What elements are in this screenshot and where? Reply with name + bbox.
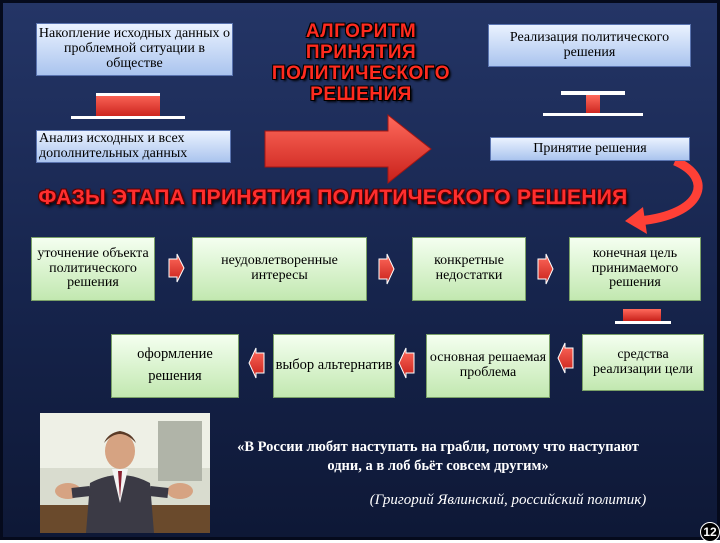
phase-means-of-goal: средства реализации цели	[582, 334, 704, 391]
phase-label: основная решаемая проблема	[429, 350, 547, 380]
phase-label: выбор альтернатив	[275, 357, 393, 374]
connector-col4	[615, 309, 671, 324]
row2-arrow-1	[248, 347, 265, 379]
phase-clarify-object: уточнение объекта политического решения	[31, 237, 155, 301]
phase-label: конечная цель принимаемого решения	[591, 245, 679, 291]
phases-heading: ФАЗЫ ЭТАПА ПРИНЯТИЯ ПОЛИТИЧЕСКОГО РЕШЕНИ…	[38, 186, 628, 209]
phase-label: неудовлетворенные интересы	[221, 253, 338, 283]
box-implementation: Реализация политического решения	[488, 24, 691, 67]
phase-label: конкретные недостатки	[434, 253, 504, 283]
box-decision: Принятие решения	[490, 137, 690, 161]
row1-arrow-2	[378, 253, 395, 285]
phase-label: оформление решения	[137, 346, 213, 384]
up-arrow-3	[543, 91, 643, 116]
box-analysis-label: Анализ исходных и всех дополнительных да…	[39, 130, 188, 161]
phase-unmet-interests: неудовлетворенные интересы	[192, 237, 367, 301]
algorithm-title: АЛГОРИТМ ПРИНЯТИЯ ПОЛИТИЧЕСКОГО РЕШЕНИЯ	[271, 21, 451, 105]
quote-text: «В России любят наступать на грабли, пот…	[237, 439, 639, 474]
curved-arrow	[638, 156, 703, 226]
box-implementation-label: Реализация политического решения	[509, 29, 670, 60]
big-right-arrow	[264, 113, 432, 185]
phase-main-problem: основная решаемая проблема	[426, 334, 550, 398]
page-number: 12	[700, 522, 720, 542]
row2-arrow-3	[557, 342, 574, 374]
flow-arrows	[71, 91, 703, 379]
phase-specific-shortcomings: конкретные недостатки	[412, 237, 526, 301]
phase-label: средства реализации цели	[592, 346, 694, 377]
row2-arrow-2	[398, 347, 415, 379]
box-analysis: Анализ исходных и всех дополнительных да…	[36, 130, 231, 163]
down-arrow-1	[71, 93, 185, 119]
phase-choice-of-alternatives: выбор альтернатив	[273, 334, 395, 398]
box-accumulation: Накопление исходных данных о проблемной …	[36, 23, 233, 76]
phase-label: уточнение объекта политического решения	[37, 245, 149, 291]
row1-arrow-3	[537, 253, 554, 285]
box-accumulation-label: Накопление исходных данных о проблемной …	[38, 26, 231, 71]
box-decision-label: Принятие решения	[533, 140, 647, 156]
speaker-photo	[40, 413, 210, 533]
row1-arrow-1	[168, 253, 185, 283]
quote-author: (Григорий Явлинский, российский политик)	[369, 492, 647, 508]
phase-formalization: оформление решения	[111, 334, 239, 398]
phase-final-goal: конечная цель принимаемого решения	[569, 237, 701, 301]
